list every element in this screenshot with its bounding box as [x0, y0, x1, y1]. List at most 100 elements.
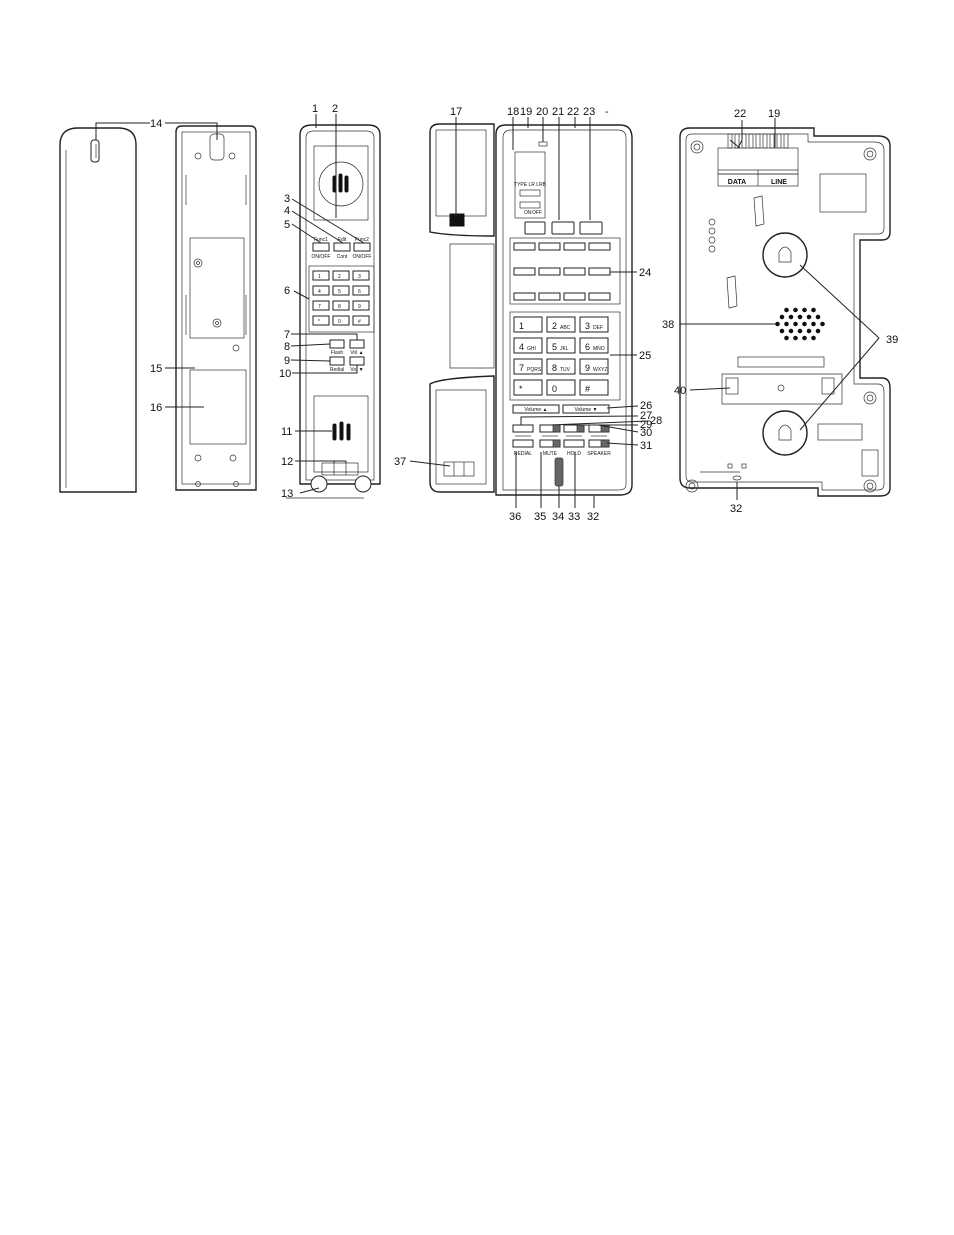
- handset-key: [332, 285, 350, 296]
- connector-pin: [776, 133, 782, 149]
- callout-33: 33: [568, 511, 580, 523]
- base-key-letters: GHI: [527, 346, 536, 352]
- base-rear-view: DATA LINE: [679, 127, 891, 497]
- callout-34: 34: [552, 511, 564, 523]
- grille-hole: [797, 328, 803, 334]
- callout-40: 40: [674, 385, 686, 397]
- base-key: [546, 316, 576, 333]
- grille-hole: [784, 307, 789, 313]
- grille-hole: [802, 335, 807, 341]
- handset-back-cover-view: [59, 127, 137, 493]
- base-key-letters: WXYZ: [593, 367, 607, 373]
- connector-pin: [762, 133, 768, 149]
- handset-key-label: 2: [338, 274, 341, 280]
- memory-key: [538, 267, 561, 276]
- grille-hole: [820, 321, 825, 327]
- handset-key: [312, 270, 330, 281]
- base-key-digit: #: [585, 384, 590, 394]
- callout-labels: 14 1 2 3 4 5 6 7 8 9 10 11 12 13 15 16 1…: [150, 103, 898, 523]
- callout-24: 24: [639, 267, 651, 279]
- connector-pin: [769, 133, 775, 149]
- base-key-letters: TUV: [560, 367, 571, 373]
- func2-label: Func2: [355, 237, 369, 243]
- callout-14: 14: [150, 118, 162, 130]
- wall-mount-hole-bottom: [762, 410, 808, 456]
- memory-key: [588, 242, 611, 251]
- callout-19-front: 19: [520, 106, 532, 118]
- base-key-letters: DEF: [593, 325, 603, 331]
- memory-key: [513, 242, 536, 251]
- callout-20: 20: [536, 106, 548, 118]
- onoff-label-2: ON/OFF: [353, 254, 372, 260]
- callout-39: 39: [886, 334, 898, 346]
- callout-17: 17: [450, 106, 462, 118]
- base-key-digit: 9: [585, 363, 590, 373]
- memory-key: [538, 242, 561, 251]
- base-key-letters: PQRS: [527, 367, 542, 373]
- flash-label: Flash: [331, 350, 343, 356]
- handset-key: [312, 285, 330, 296]
- callout-7: 7: [284, 329, 290, 341]
- foot-left: [310, 475, 328, 493]
- callout-35: 35: [534, 511, 546, 523]
- handset-key: [352, 315, 370, 326]
- base-key: [513, 337, 543, 354]
- foot-right: [354, 475, 372, 493]
- grille-hole: [779, 314, 785, 320]
- base-key-digit: 1: [519, 321, 524, 331]
- callout-30: 30: [640, 427, 652, 439]
- onoff-label-1: ON/OFF: [312, 254, 331, 260]
- grille-hole: [784, 321, 789, 327]
- callout-10: 10: [279, 368, 291, 380]
- handset-key: [352, 300, 370, 311]
- grille-hole: [793, 321, 798, 327]
- callout-31: 31: [640, 440, 652, 452]
- grille-hole: [802, 307, 807, 313]
- vol-up-label: Vol ▲: [350, 350, 363, 356]
- connector-pin: [741, 133, 747, 149]
- callout-21: 21: [552, 106, 564, 118]
- leader-lines: [95, 114, 880, 508]
- earpiece-area: [313, 145, 369, 221]
- base-key-digit: 3: [585, 321, 590, 331]
- grille-hole: [779, 328, 785, 334]
- handset-key: [332, 315, 350, 326]
- handset-key-label: 7: [318, 304, 321, 310]
- callout-13: 13: [281, 488, 293, 500]
- base-key-digit: 6: [585, 342, 590, 352]
- base-key-digit: 8: [552, 363, 557, 373]
- hook-switch: [449, 213, 465, 227]
- callout-2: 2: [332, 103, 338, 115]
- callout-11: 11: [281, 426, 292, 438]
- grille-hole: [775, 321, 780, 327]
- memory-key: [563, 242, 586, 251]
- latch-slot: [90, 139, 100, 163]
- base-key-letters: JKL: [560, 346, 569, 352]
- callout-29: 29: [640, 419, 652, 431]
- redial-button: [329, 356, 345, 366]
- handset-key: [332, 270, 350, 281]
- wall-mount-hole-top: [762, 232, 808, 278]
- base-key-digit: *: [519, 384, 523, 394]
- base-keypad-frame: [509, 311, 621, 401]
- callout-12: 12: [281, 456, 293, 468]
- flash-button: [329, 339, 345, 349]
- callout-16: 16: [150, 402, 162, 414]
- line-port-label: LINE: [771, 179, 787, 186]
- base-key: [513, 316, 543, 333]
- callout-37: 37: [394, 456, 406, 468]
- callout-1: 1: [312, 103, 318, 115]
- callout-8: 8: [284, 341, 290, 353]
- handset-key-label: 0: [338, 319, 341, 325]
- volume-up-button: [512, 404, 560, 414]
- callout-3: 3: [284, 193, 290, 205]
- memory-key: [588, 267, 611, 276]
- base-key-digit: 0: [552, 384, 557, 394]
- indicator-34: [554, 457, 564, 487]
- grille-hole: [811, 321, 816, 327]
- base-key: [546, 358, 576, 375]
